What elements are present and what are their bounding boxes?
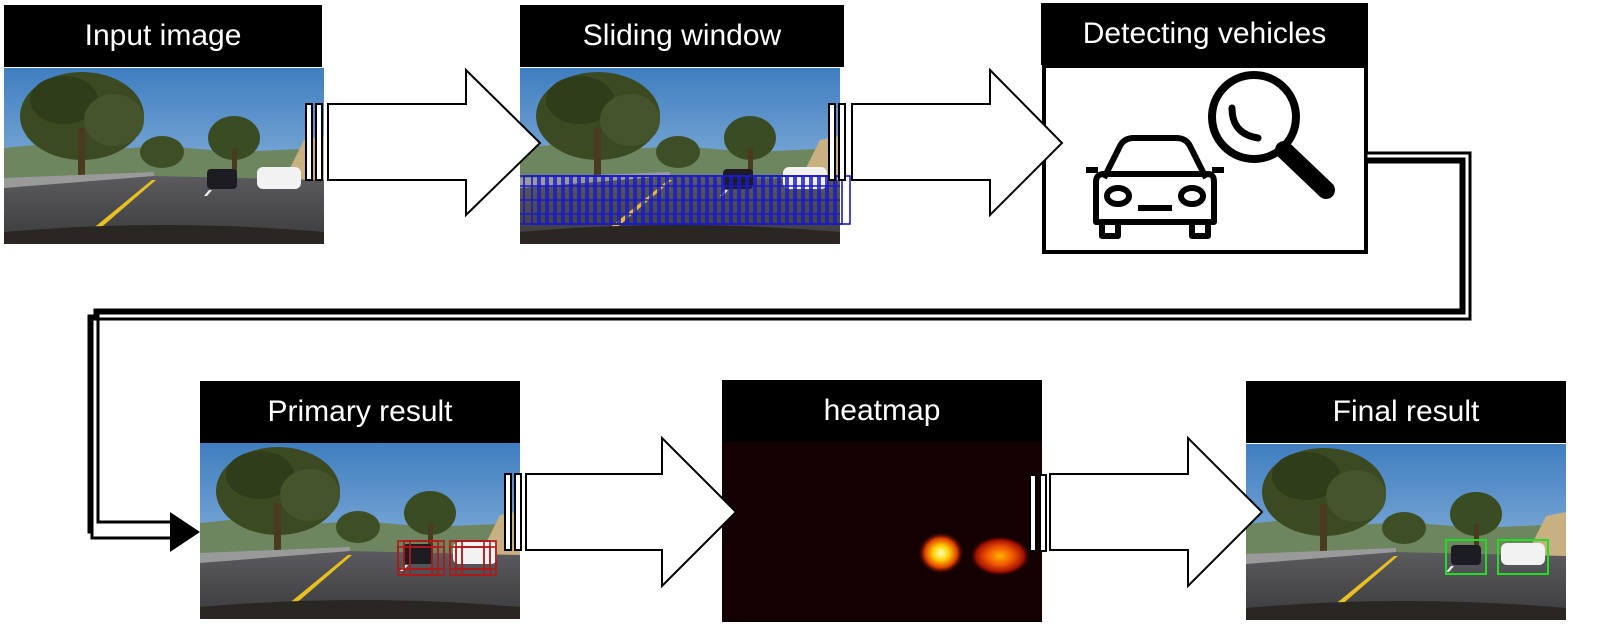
arrow-input-to-sliding <box>327 67 542 218</box>
sliding-window-title: Sliding window <box>520 5 844 67</box>
heat-blob-left <box>918 532 964 574</box>
input-image-panel <box>4 68 324 244</box>
primary-result-title: Primary result <box>200 381 520 443</box>
sliding-window-grid <box>520 175 851 225</box>
final-box-2 <box>1497 539 1549 575</box>
arrow-sliding-to-detecting <box>851 67 1064 218</box>
car-icon <box>1086 135 1224 239</box>
dark-car <box>207 169 237 189</box>
sliding-window-panel <box>520 68 851 244</box>
final-result-title: Final result <box>1246 381 1566 443</box>
primary-detection-boxes <box>397 540 497 576</box>
primary-detection-box <box>461 546 497 576</box>
detecting-vehicles-title: Detecting vehicles <box>1041 3 1368 65</box>
heatmap-title: heatmap <box>722 380 1042 442</box>
detecting-vehicles-panel <box>1042 64 1368 254</box>
connector-arrowhead <box>170 512 200 552</box>
final-result-panel <box>1246 444 1566 620</box>
primary-detection-box <box>409 546 445 576</box>
arrow-primary-to-heatmap <box>525 435 738 589</box>
primary-result-panel <box>200 443 520 619</box>
heatmap-panel <box>722 442 1042 622</box>
heat-blob-right <box>970 536 1030 576</box>
input-image-title: Input image <box>4 5 322 67</box>
white-car <box>257 167 301 189</box>
arrow-heatmap-to-final <box>1049 435 1264 589</box>
final-box-1 <box>1445 539 1487 575</box>
magnifier-icon <box>1208 71 1335 199</box>
